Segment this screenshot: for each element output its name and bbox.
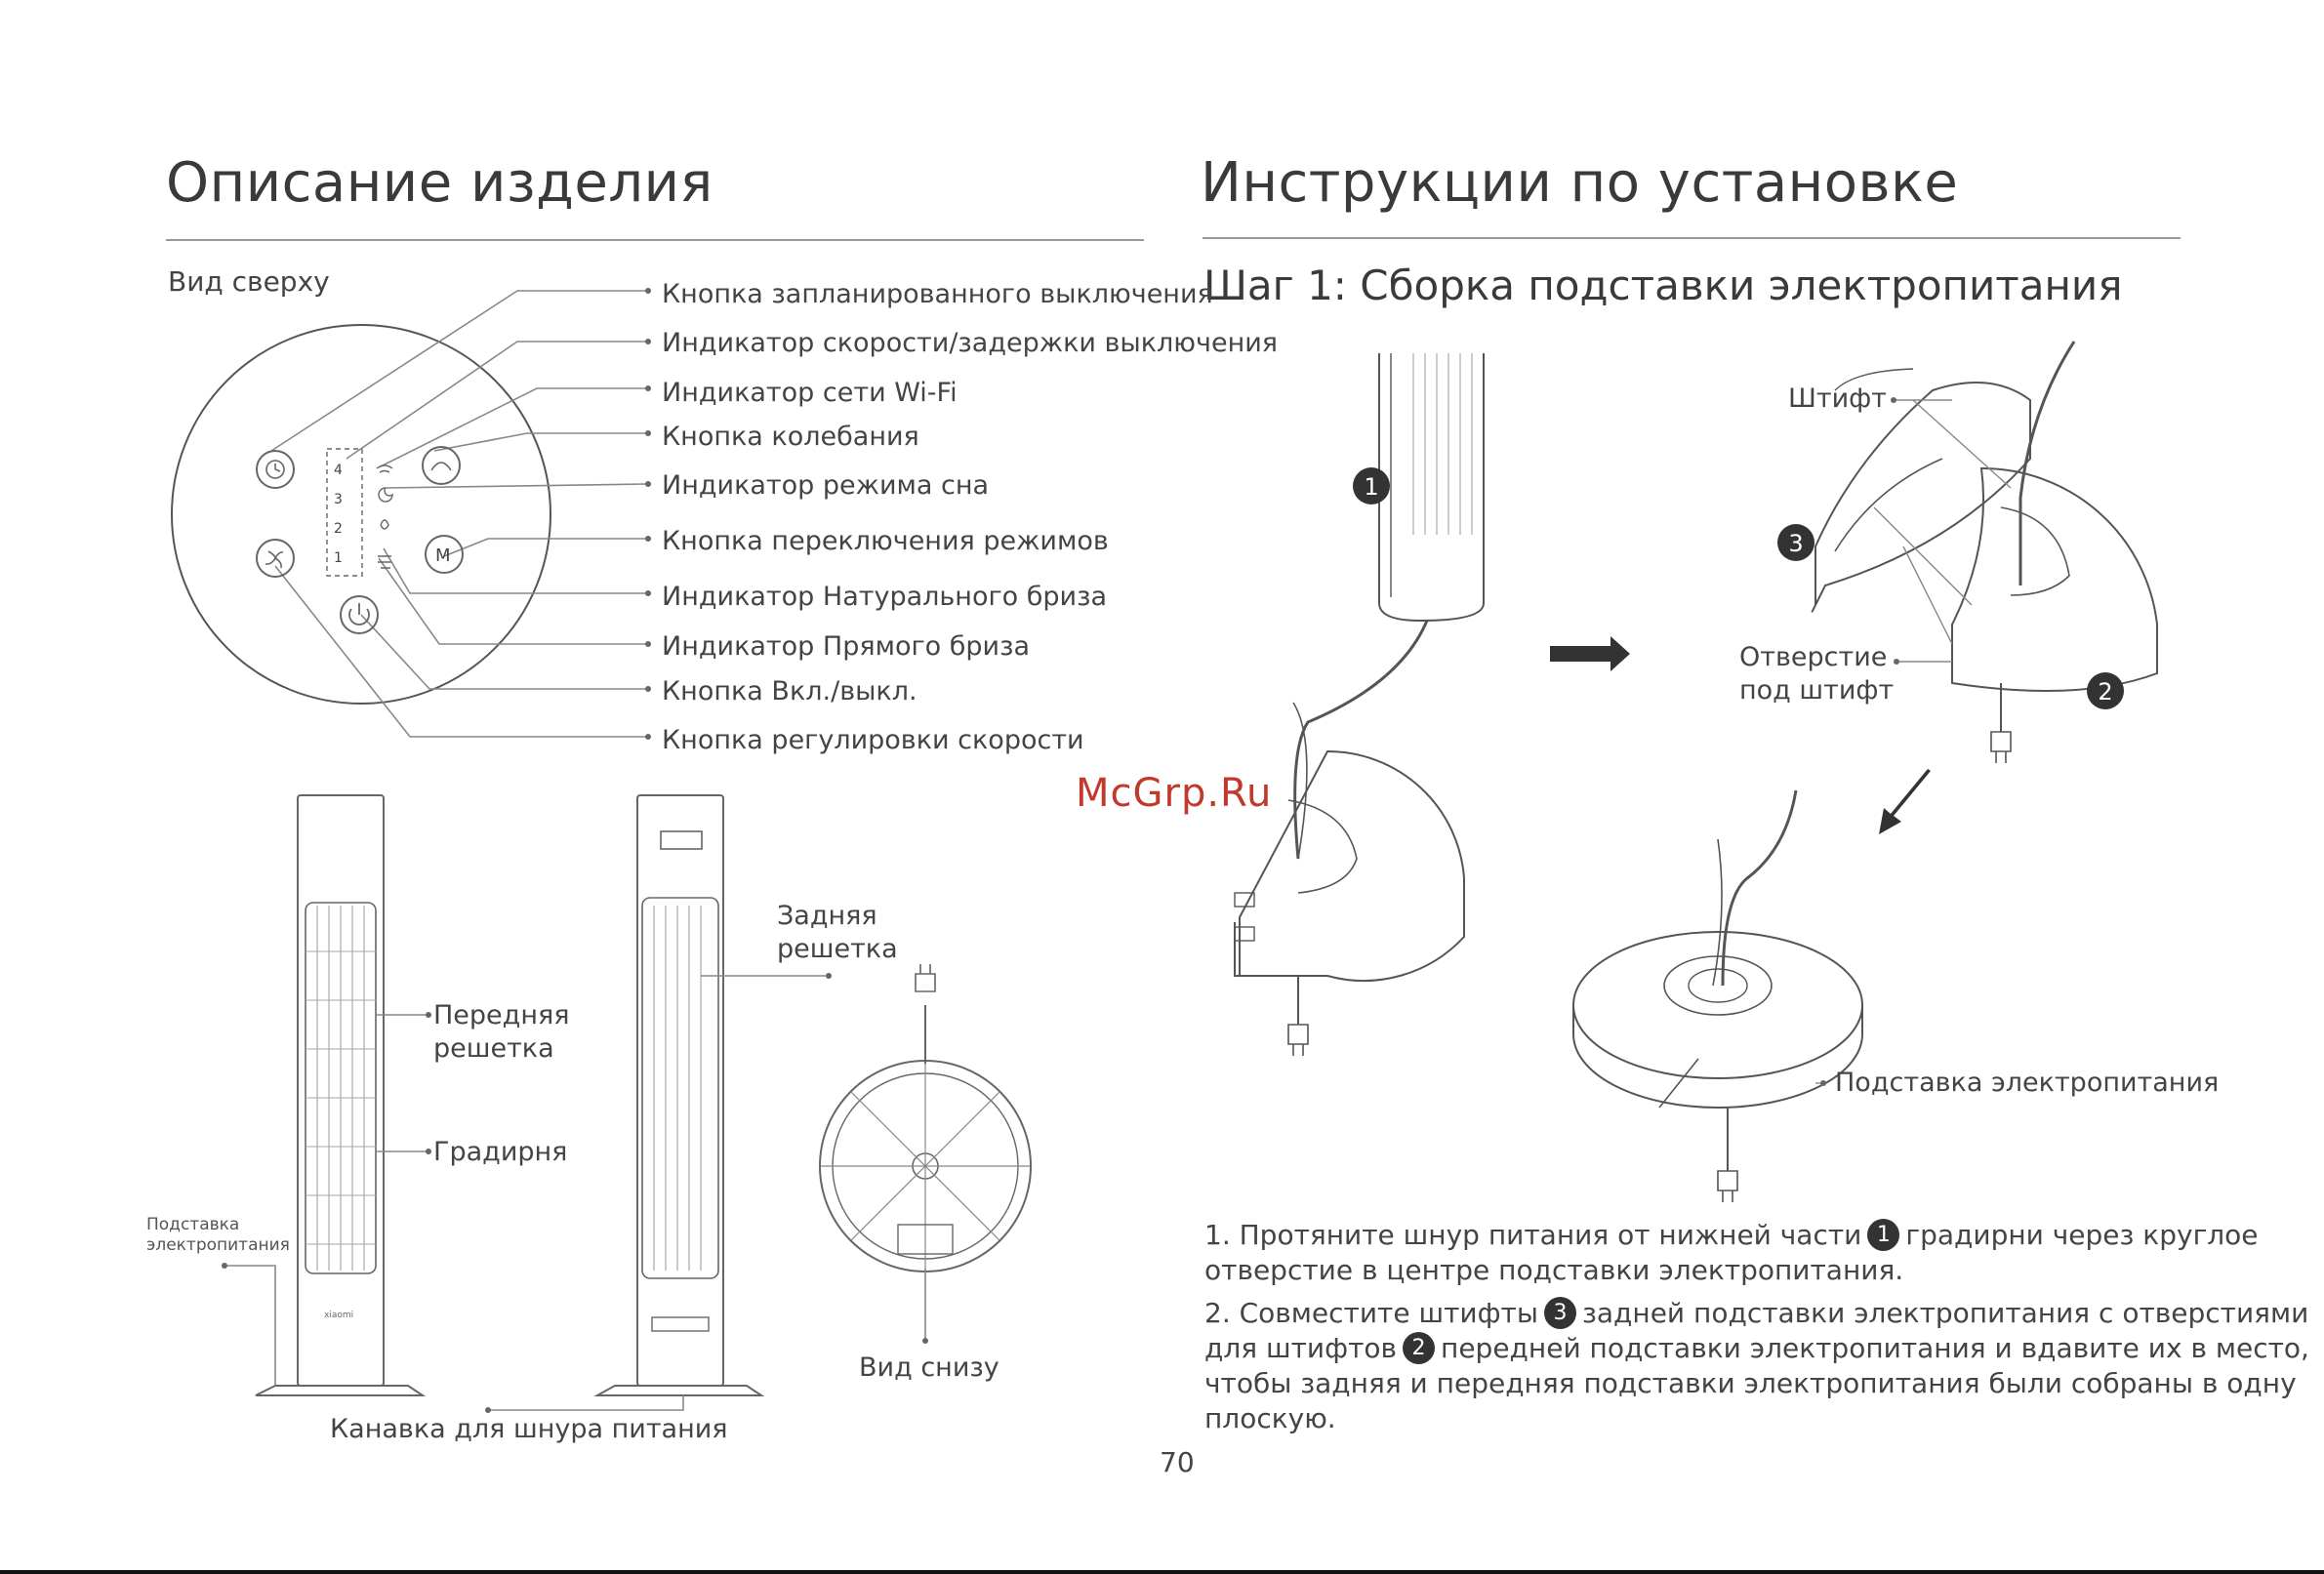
inline-badge-1: 1 [1867,1218,1900,1251]
callout-schedule-off: Кнопка запланированного выключения [662,279,1213,309]
inline-badge-3: 3 [1543,1296,1576,1329]
instruction-2-text-c: для штифтов [1204,1332,1398,1364]
pin-label: Штифт [1788,383,1887,414]
rear-grille [641,897,719,1279]
oscillation-button [422,446,461,485]
step-title: Шаг 1: Сборка подставки электропитания [1203,262,2123,309]
pin-hole-label: Отверстие под штифт [1739,642,1895,706]
page-number: 70 [1160,1446,1195,1478]
front-base [255,1385,427,1396]
tower-bottom [1378,353,1485,623]
speed-level-1: 1 [334,550,343,566]
diagram-badge-1: 1 [1364,473,1378,501]
bottom-view-label: Вид снизу [859,1352,999,1383]
instruction-2-line-3: чтобы задняя и передняя подставки электр… [1204,1367,2297,1399]
instruction-2-text-a: 2. Совместите штифты [1204,1297,1538,1329]
diagram-badge-2: 2 [2098,678,2112,706]
instruction-1-text-b: градирни через круглое [1905,1219,2259,1251]
callout-sleep-indicator: Индикатор режима сна [662,470,990,501]
callout-wifi-indicator: Индикатор сети Wi-Fi [662,378,958,408]
front-grille-label: Передняя решетка [433,1000,570,1064]
callout-mode-button: Кнопка переключения режимов [662,526,1109,556]
page-bottom-border [0,1570,2324,1574]
right-title-rule [1203,237,2181,239]
timer-button [256,450,295,489]
instruction-2-text-b: задней подставки электропитания с отверс… [1581,1297,2309,1329]
inline-badge-2: 2 [1403,1331,1436,1364]
instruction-1-text-a: 1. Протяните шнур питания от нижней част… [1204,1219,1862,1251]
front-grille [305,902,377,1274]
callout-direct-breeze: Индикатор Прямого бриза [662,631,1030,662]
speed-level-3: 3 [334,492,343,507]
instruction-2-line-4: плоскую. [1204,1402,1336,1434]
rear-base [593,1385,765,1396]
speed-level-4: 4 [334,463,343,478]
rear-grille-label: Задняя решетка [777,901,898,964]
instruction-1-line-2: отверстие в центре подставки электропита… [1204,1254,1904,1286]
callout-speed-button: Кнопка регулировки скорости [662,725,1084,755]
brand-front: xiaomi [324,1311,353,1320]
top-view-label: Вид сверху [168,265,330,298]
instruction-2-text-d: передней подставки электропитания и вдав… [1441,1332,2309,1364]
power-button [340,595,379,634]
tower-label: Градирня [433,1137,568,1167]
callout-power-button: Кнопка Вкл./выкл. [662,676,917,706]
power-base-label-small: Подставка электропитания [146,1215,290,1255]
assembled-base-label: Подставка электропитания [1835,1068,2220,1098]
mode-letter: M [435,545,451,566]
speed-level-2: 2 [334,521,343,537]
installation-title: Инструкции по установке [1201,151,1959,215]
mode-button [425,535,464,574]
callout-natural-breeze: Индикатор Натурального бриза [662,582,1107,612]
callout-speed-indicator: Индикатор скорости/задержки выключения [662,328,1279,358]
instruction-1-line-1: 1. Протяните шнур питания от нижней част… [1204,1218,2259,1255]
speed-fan-button [256,539,295,578]
left-title-rule [166,239,1144,241]
product-description-title: Описание изделия [166,151,714,215]
cord-groove-label: Канавка для шнура питания [330,1414,728,1444]
diagram-badge-3: 3 [1788,530,1803,557]
watermark: McGrp.Ru [1076,771,1273,816]
callout-oscillation-button: Кнопка колебания [662,422,919,452]
control-panel-circle [171,324,551,705]
